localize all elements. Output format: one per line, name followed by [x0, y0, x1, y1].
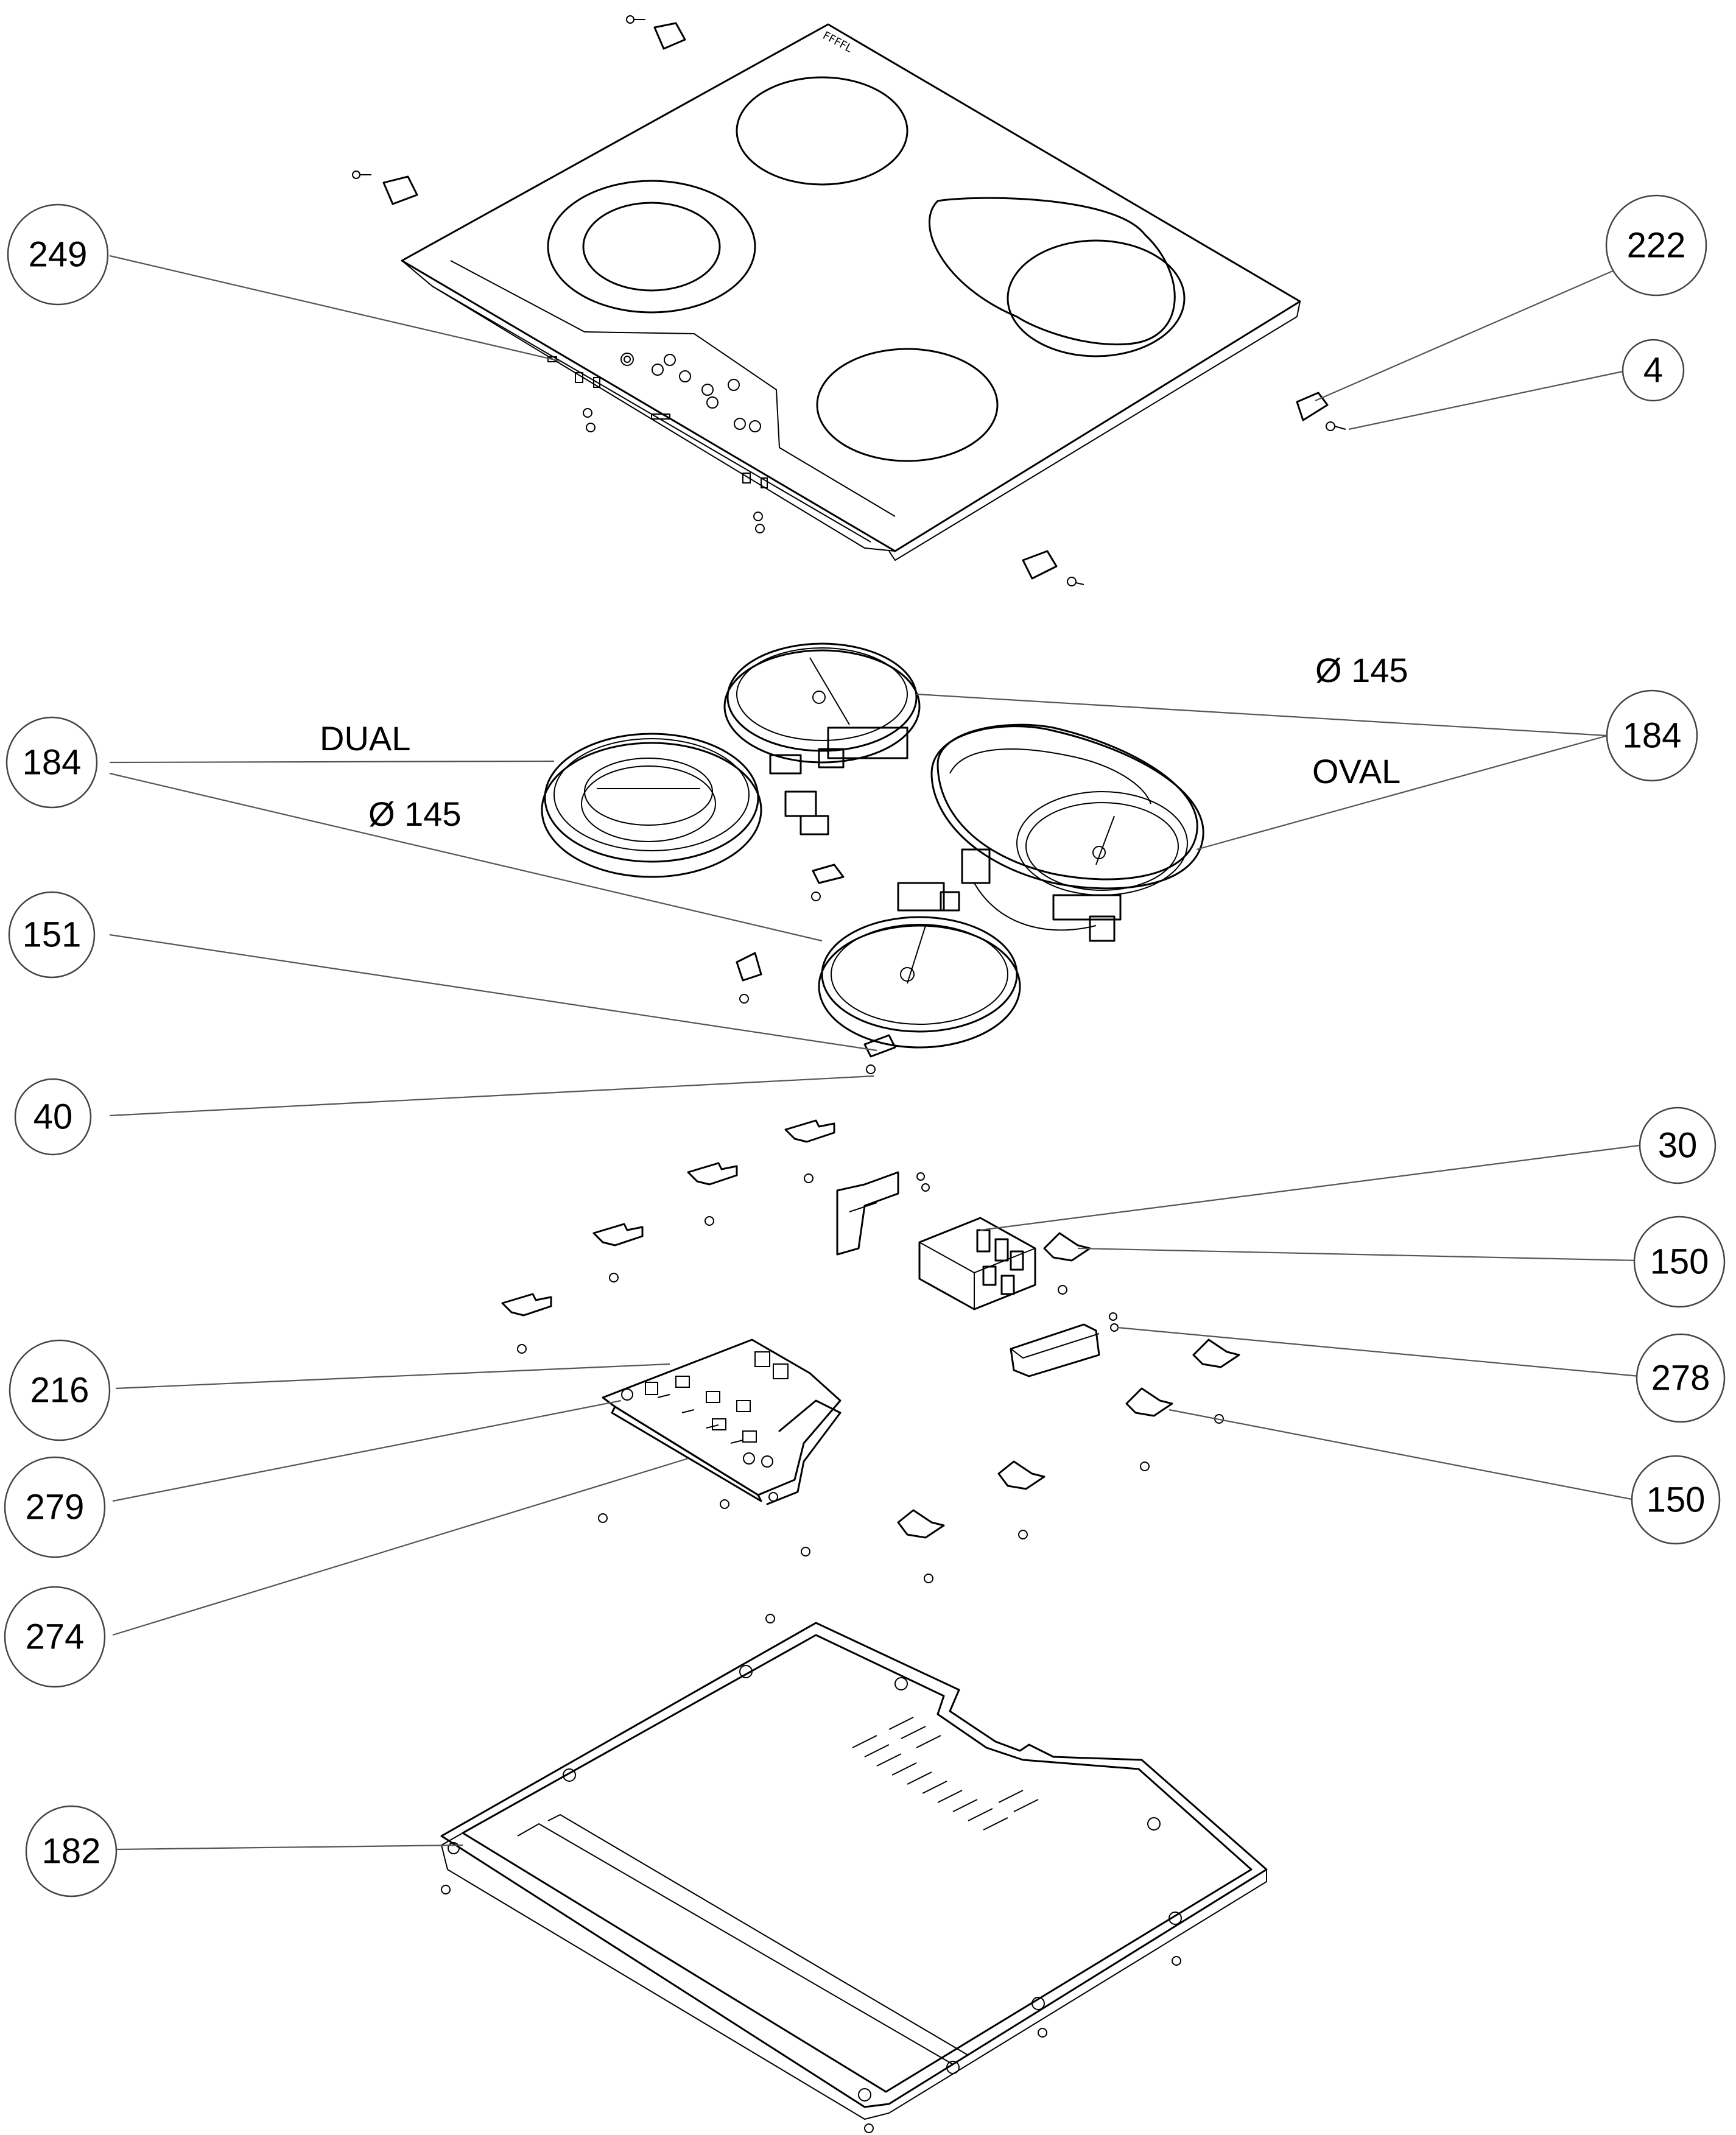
callout-150-lower-label: 150 — [1646, 1480, 1706, 1520]
callout-150-upper-label: 150 — [1650, 1242, 1709, 1282]
callout-184-right-label: 184 — [1623, 716, 1682, 756]
callout-151-label: 151 — [23, 915, 82, 955]
callout-216-label: 216 — [30, 1371, 90, 1410]
radiant-heater-rear — [723, 642, 921, 769]
cooking-zone-oval-inner — [1007, 239, 1186, 357]
radiant-heater-front — [818, 882, 1021, 1049]
callout-184-right: 184 — [1606, 689, 1698, 782]
dual-zone-label: DUAL — [320, 719, 410, 758]
callout-4: 4 — [1622, 339, 1685, 402]
bottom-housing — [440, 1614, 1268, 2133]
heater-brackets — [736, 863, 896, 1074]
callout-278: 278 — [1636, 1333, 1726, 1423]
terminal-block — [918, 1217, 1036, 1310]
callout-40-label: 40 — [33, 1097, 73, 1137]
callout-182: 182 — [25, 1805, 118, 1898]
radiant-heater-dual — [541, 733, 829, 878]
callout-184-left: 184 — [5, 716, 98, 809]
callout-4-label: 4 — [1643, 351, 1663, 390]
cooking-zone-oval-outer — [928, 197, 1176, 346]
cooking-zone-front-right — [816, 348, 999, 462]
cooking-zone-rear-left — [736, 76, 908, 186]
callout-151: 151 — [8, 891, 96, 979]
callout-222: 222 — [1605, 194, 1707, 297]
touch-control-panel — [620, 353, 761, 432]
callout-222-label: 222 — [1627, 226, 1686, 266]
callout-279: 279 — [4, 1456, 106, 1558]
vent-slots — [852, 1717, 1039, 1831]
callout-150-upper: 150 — [1633, 1215, 1726, 1308]
ceramic-hob-top: FFFFL — [401, 23, 1301, 561]
callout-30-label: 30 — [1658, 1126, 1698, 1166]
diameter-label-top: Ø 145 — [1315, 651, 1408, 689]
callout-40: 40 — [14, 1078, 92, 1156]
oval-zone-label: OVAL — [1312, 752, 1400, 790]
cooking-zone-dual-inner — [582, 202, 721, 292]
callout-249-label: 249 — [29, 235, 88, 275]
callout-274-label: 274 — [26, 1617, 85, 1657]
mounting-brackets — [501, 1119, 930, 1354]
callout-249: 249 — [7, 203, 109, 306]
cooking-zone-dual-outer — [547, 180, 756, 314]
terminal-bracket — [836, 1171, 899, 1256]
cable-cover — [1010, 1312, 1119, 1377]
callout-279-label: 279 — [26, 1488, 85, 1527]
diameter-label-left: Ø 145 — [368, 795, 462, 833]
electronic-control-board — [598, 1338, 842, 1556]
callout-182-label: 182 — [42, 1832, 101, 1871]
callout-274: 274 — [4, 1586, 106, 1688]
leader-lines — [109, 255, 1640, 1851]
mounting-clips-top — [352, 15, 1346, 586]
radiant-heater-oval — [930, 723, 1204, 942]
callout-150-lower: 150 — [1631, 1455, 1721, 1545]
callout-184-left-label: 184 — [23, 743, 82, 783]
callout-30: 30 — [1639, 1106, 1717, 1184]
callout-216: 216 — [9, 1339, 111, 1441]
callout-278-label: 278 — [1651, 1359, 1710, 1398]
